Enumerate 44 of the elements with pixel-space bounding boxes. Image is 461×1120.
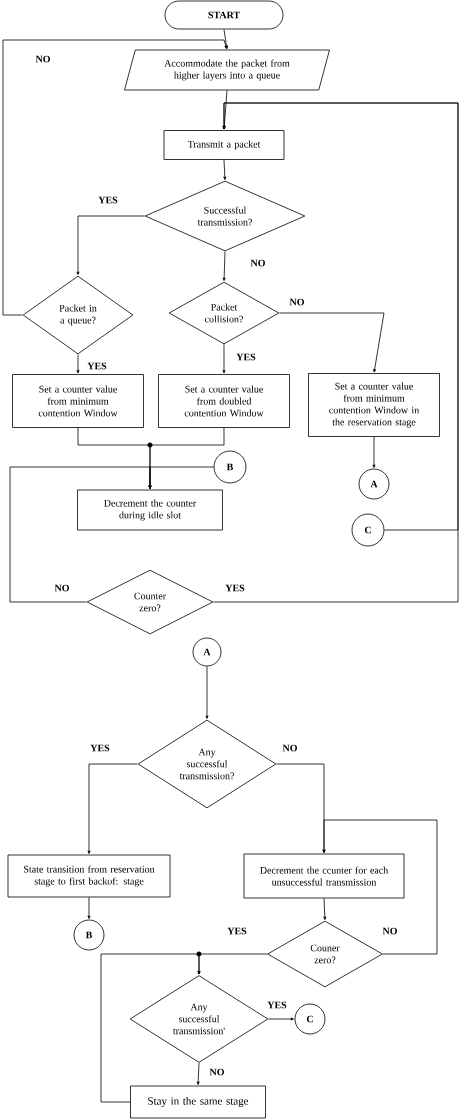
arrow: [76, 215, 145, 275]
edge-label: YES: [235, 352, 257, 362]
arrow: [223, 159, 227, 180]
edge-label: YES: [97, 195, 119, 205]
edge-label: YES: [266, 1000, 288, 1010]
edge-label: NO: [34, 54, 52, 64]
arrow: [222, 90, 228, 130]
process-box: Transmit a packet: [163, 130, 285, 160]
arrow: [100, 953, 201, 1103]
edge-label: NO: [53, 583, 71, 593]
process-box: Set a counter value from minimum contention Window: [12, 374, 144, 428]
edge-label: NO: [208, 1067, 226, 1077]
edge-label: NO: [281, 743, 299, 753]
arrow: [76, 354, 80, 374]
edge-label: NO: [288, 297, 306, 307]
arrow: [222, 102, 459, 531]
edge-label: YES: [224, 583, 246, 593]
arrow: [222, 251, 226, 281]
process-box: Set a counter value from doubled contention Window: [158, 374, 290, 428]
process-box: State transition from reservation stage to first backof: stage: [7, 854, 171, 898]
edge-label: NO: [381, 926, 399, 936]
arrow: [279, 312, 385, 373]
arrow: [268, 1017, 294, 1021]
arrow: [87, 763, 138, 854]
arrow: [87, 897, 91, 919]
arrow: [322, 819, 438, 955]
arrow: [372, 436, 376, 468]
process-box: Decrement the ccunter for each unsuccessful transmission: [243, 853, 405, 899]
edge-label: YES: [89, 743, 111, 753]
arrow: [196, 1062, 200, 1085]
arrow: [9, 466, 152, 603]
edge-label: NO: [249, 258, 267, 268]
arrow: [223, 29, 228, 49]
process-box: Stay in the same stage: [130, 1085, 266, 1119]
start-terminal: START: [164, 0, 284, 30]
arrow: [323, 898, 327, 920]
input-parallelogram: Accommodate the packet from higher layers into a queue: [124, 49, 330, 91]
process-box: Decrement the counter during idle slot: [77, 489, 223, 531]
process-box: Set a counter value from minimum contention Window in the reservation stage: [308, 373, 440, 437]
arrow: [222, 344, 226, 374]
edge-label: YES: [226, 926, 248, 936]
arrow: [205, 666, 209, 719]
edge-label: YES: [86, 361, 108, 371]
arrow: [2, 39, 228, 316]
